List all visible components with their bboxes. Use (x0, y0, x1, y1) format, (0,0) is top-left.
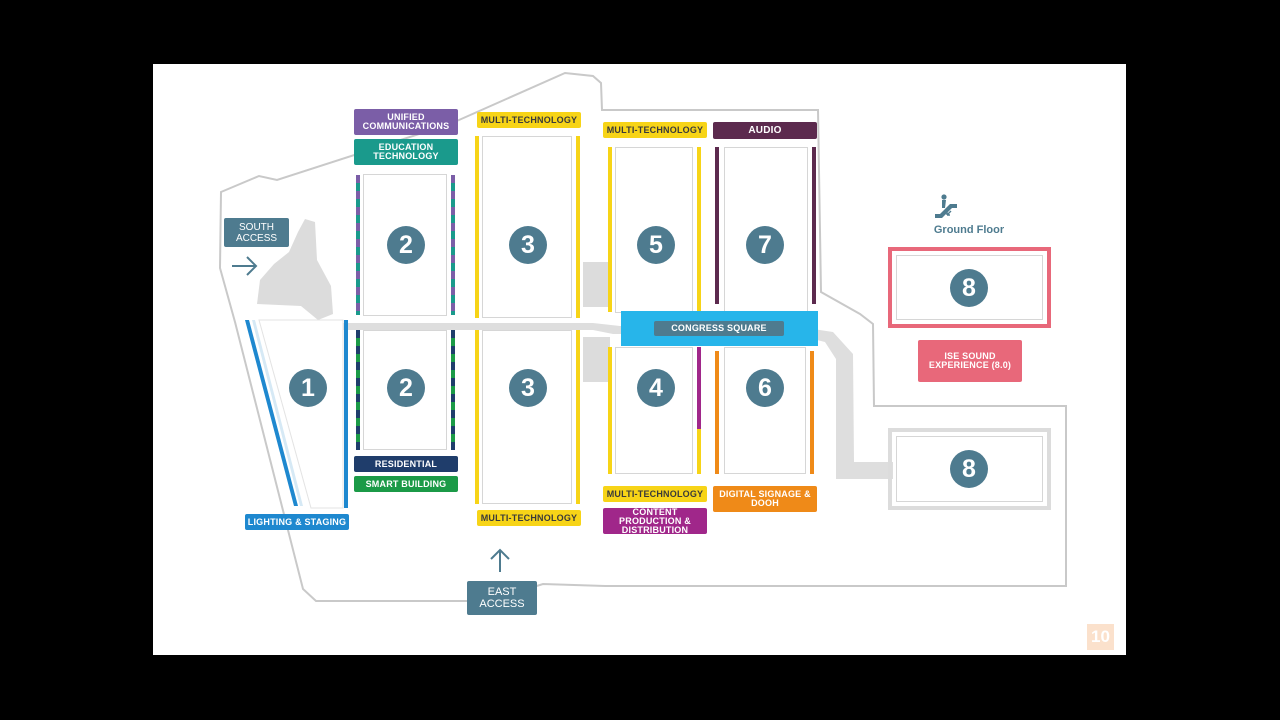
hall-7-badge[interactable]: 7 (746, 226, 784, 264)
multi-tech-4-bottom-label: MULTI-TECHNOLOGY (603, 486, 707, 502)
hall-3-bottom-badge[interactable]: 3 (509, 369, 547, 407)
hall-2-bottom-zone-bar-left (356, 330, 360, 450)
hall-6-bar-left (715, 351, 719, 474)
hall-1-area (258, 319, 344, 509)
digital-signage-label: DIGITAL SIGNAGE & DOOH (713, 486, 817, 512)
multi-tech-3-bottom-label: MULTI-TECHNOLOGY (477, 510, 581, 526)
hall-8-bottom (888, 428, 1051, 510)
multi-tech-5-top-label: MULTI-TECHNOLOGY (603, 122, 707, 138)
hall-5-bar-right (697, 147, 701, 312)
hall-3-top-bar-left (475, 136, 479, 318)
ise-sound-label: ISE SOUND EXPERIENCE (8.0) (918, 340, 1022, 382)
service-block-bottom (583, 337, 610, 382)
service-block-top (583, 262, 610, 307)
multi-tech-3-top-label: MULTI-TECHNOLOGY (477, 112, 581, 128)
residential-label: RESIDENTIAL (354, 456, 458, 472)
hall-7 (724, 147, 808, 313)
hall-6-badge[interactable]: 6 (746, 369, 784, 407)
south-access-area (257, 219, 333, 320)
hall-3-bottom-bar-left (475, 330, 479, 504)
hall-2-top-badge[interactable]: 2 (387, 226, 425, 264)
hall-4-badge[interactable]: 4 (637, 369, 675, 407)
congress-square-label: CONGRESS SQUARE (654, 321, 784, 336)
education-technology-label: EDUCATION TECHNOLOGY (354, 139, 458, 165)
page-number: 10 (1087, 624, 1114, 650)
content-production-label: CONTENT PRODUCTION & DISTRIBUTION (603, 507, 707, 534)
arrow-up-icon (488, 547, 512, 573)
east-access-label[interactable]: EAST ACCESS (467, 581, 537, 615)
lighting-zone-bar (344, 320, 348, 508)
hall-4 (615, 347, 693, 474)
hall-4-bar-right-content (697, 347, 701, 429)
hall-3-top-bar-right (576, 136, 580, 318)
escalator-icon (933, 194, 959, 220)
hall-8-top-badge[interactable]: 8 (950, 269, 988, 307)
hall-1-badge[interactable]: 1 (289, 369, 327, 407)
floor-label: Ground Floor (933, 224, 1005, 236)
hall-4-bar-left (608, 347, 612, 474)
south-access-label[interactable]: SOUTH ACCESS (224, 218, 289, 247)
unified-communications-label: UNIFIED COMMUNICATIONS (354, 109, 458, 135)
hall-2-top-zone-bar-right (451, 175, 455, 315)
main-corridor (313, 323, 893, 479)
hall-5-bar-left (608, 147, 612, 312)
hall-5-badge[interactable]: 5 (637, 226, 675, 264)
arrow-right-icon (230, 254, 260, 278)
hall-3-bottom (482, 330, 572, 504)
hall-2-bottom-zone-bar-right (451, 330, 455, 450)
floor-map-slide: 1 LIGHTING & STAGING UNIFIED COMMUNICATI… (153, 64, 1126, 655)
hall-7-bar-right (812, 147, 816, 304)
venue-outline-map (218, 71, 1067, 602)
hall-3-top-badge[interactable]: 3 (509, 226, 547, 264)
hall-8-top (888, 247, 1051, 328)
hall-6 (724, 347, 806, 474)
lighting-staging-label: LIGHTING & STAGING (245, 514, 349, 530)
lighting-stripe-pale (252, 320, 303, 506)
audio-label: AUDIO (713, 122, 817, 139)
hall-6-bar-right (810, 351, 814, 474)
hall-2-top-zone-bar-left (356, 175, 360, 315)
hall-4-bar-right-multi (697, 429, 701, 474)
hall-3-bottom-bar-right (576, 330, 580, 504)
hall-8-bottom-badge[interactable]: 8 (950, 450, 988, 488)
hall-2-bottom-badge[interactable]: 2 (387, 369, 425, 407)
hall-7-bar-left (715, 147, 719, 304)
lighting-stripe (245, 320, 298, 506)
smart-building-label: SMART BUILDING (354, 476, 458, 492)
